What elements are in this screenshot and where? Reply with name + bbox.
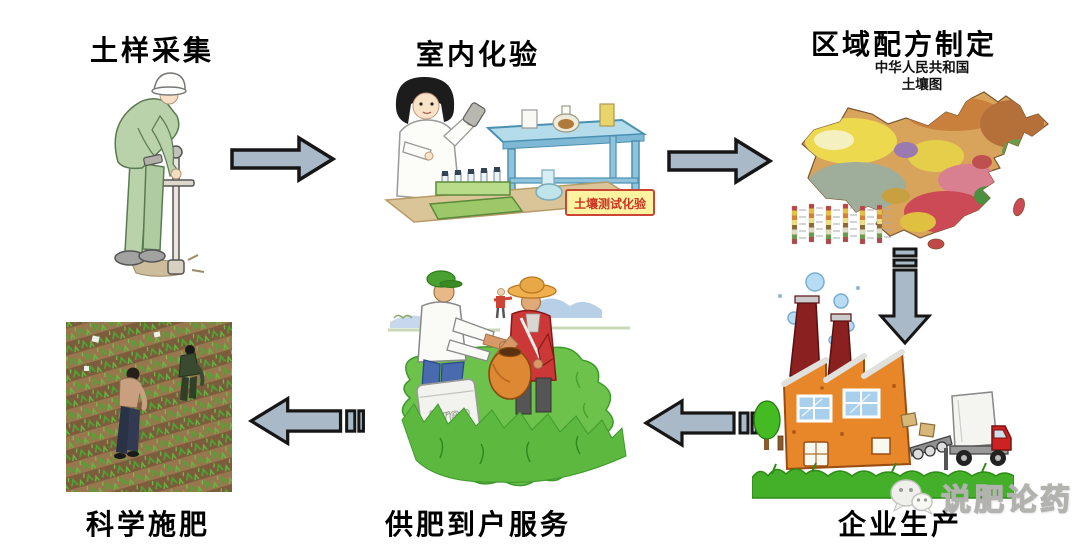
test-tube-rack	[428, 167, 524, 220]
soil-sampler-person	[114, 72, 187, 266]
china-soil-map-shape	[801, 91, 1049, 250]
step-label-regional-formula: 区域配方制定	[810, 29, 998, 60]
arrow-lab-to-formula	[667, 136, 774, 186]
arrow-formula-to-production	[877, 247, 933, 346]
map-title-line1: 中华人民共和国	[875, 59, 970, 75]
arrow-production-to-delivery	[642, 398, 758, 448]
soil-sampling-illustration	[114, 72, 205, 277]
tree	[753, 400, 784, 451]
watermark-text: 说肥论药	[940, 483, 1073, 517]
factory-grass	[752, 462, 1014, 499]
conveyor	[900, 412, 953, 470]
map-title-line2: 土壤图	[902, 76, 943, 92]
soil-auger	[155, 145, 195, 275]
burner-flask	[535, 169, 563, 201]
step-label-lab-testing: 室内化验	[415, 39, 541, 70]
step-label-enterprise-production: 企业生产	[837, 509, 963, 540]
lab-sign-text: 土壤测试化验	[574, 196, 647, 211]
factory-chimneys	[789, 295, 853, 379]
step-label-soil-sampling: 土样采集	[89, 35, 215, 66]
field-worker-2	[178, 345, 205, 401]
arrow-soil-to-lab	[230, 134, 337, 184]
wechat-icon	[890, 479, 934, 516]
map-hainan	[927, 238, 945, 250]
truck	[949, 391, 1012, 466]
watermark: 说肥论药	[888, 475, 1073, 519]
field-rows	[66, 322, 232, 492]
field-worker-1	[114, 367, 147, 459]
fertilizer-delivery-illustration: Urea	[388, 270, 630, 487]
grass-foreground	[401, 403, 627, 483]
arrow-delivery-to-fertilization	[247, 395, 365, 447]
map-taiwan	[1013, 197, 1025, 217]
lab-sign: 土壤测试化验	[565, 189, 655, 216]
step-label-fertilizer-delivery: 供肥到户服务	[384, 509, 572, 540]
farmer-person	[493, 276, 557, 415]
enterprise-production-illustration	[752, 272, 1014, 499]
lab-glassware	[521, 103, 615, 133]
factory-building	[781, 349, 912, 471]
step-label-scientific-fertilization: 科学施肥	[85, 509, 211, 540]
regional-formula-soil-map: 中华人民共和国 土壤图	[791, 59, 1049, 250]
scientific-fertilization-photo	[66, 322, 232, 492]
grass-blades	[439, 435, 581, 465]
background-figure	[493, 288, 513, 319]
lab-testing-illustration: 土壤测试化验	[384, 76, 655, 223]
fertilizer-jar	[488, 346, 532, 400]
